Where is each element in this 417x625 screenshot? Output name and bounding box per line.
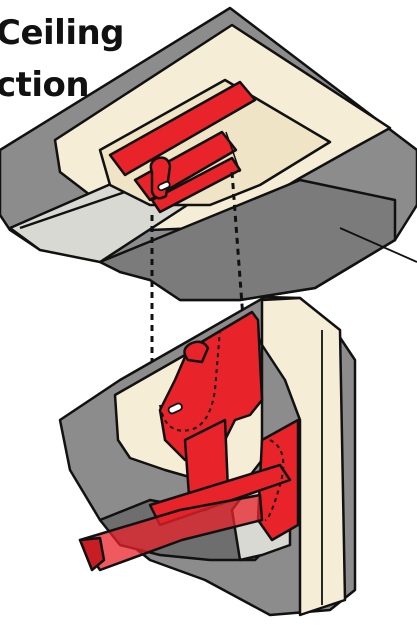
bracket-slot	[167, 402, 183, 415]
clip-rear-plate	[108, 80, 257, 177]
heading-line-2: ction	[0, 65, 90, 105]
ceiling-shadow	[98, 178, 397, 302]
wall-right-panel	[260, 296, 347, 617]
bracket-tab-end	[78, 536, 106, 572]
alignment-lines	[150, 171, 245, 395]
bracket-hidden-lines	[159, 329, 285, 521]
bracket-hook	[183, 340, 210, 364]
bracket-projecting-tab	[78, 493, 264, 572]
heading-line-1: Ceiling	[0, 13, 125, 53]
clip-slot	[157, 180, 171, 192]
bracket-hidden-path-right	[264, 439, 285, 521]
bracket-hidden-path-left	[159, 329, 221, 432]
clip-hook	[149, 156, 172, 200]
mounting-clip	[108, 80, 257, 214]
red-bracket	[78, 310, 300, 572]
leader-line	[339, 227, 417, 263]
alignment-line-right	[230, 171, 245, 319]
clip-crease	[225, 131, 241, 173]
